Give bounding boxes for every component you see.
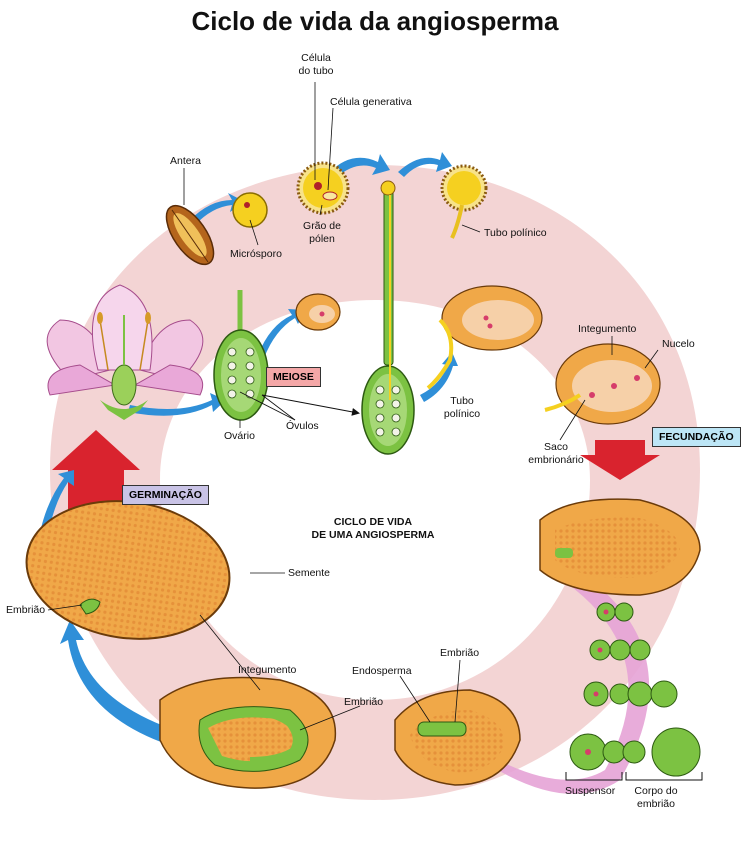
label-embriao-bottom: Embrião <box>344 696 384 708</box>
embryo-body-bracket <box>625 772 703 781</box>
germination-arrow <box>52 430 140 520</box>
ovule-with-tube-illustration <box>426 285 543 390</box>
label-integumento-bottom: Integumento <box>238 664 297 676</box>
label-tubo-polinico-mid-1: Tubo <box>450 395 474 407</box>
pistil-with-pollen-tube <box>361 180 415 455</box>
label-celula-tubo-2: do tubo <box>298 65 334 77</box>
ovule-small-illustration <box>295 293 341 331</box>
label-tubo-polinico-mid-2: polínico <box>443 408 481 420</box>
page-title: Ciclo de vida da angiosperma <box>191 6 559 36</box>
label-suspensor: Suspensor <box>565 785 616 797</box>
label-ovario: Ovário <box>224 430 255 442</box>
badge-germinacao: GERMINAÇÃO <box>122 485 209 505</box>
pollen-grain-illustration <box>296 161 350 215</box>
center-title-line2: DE UMA ANGIOSPERMA <box>311 529 435 541</box>
label-embriao-mid: Embrião <box>440 647 480 659</box>
suspensor-bracket <box>565 772 623 781</box>
label-ovulos: Óvulos <box>286 420 319 432</box>
ovule-fertilization-illustration <box>544 343 661 425</box>
label-grao-polen-2: pólen <box>309 233 335 245</box>
label-embriao-left: Embrião <box>6 604 46 616</box>
center-title-line1: CICLO DE VIDA <box>333 516 413 528</box>
pollen-tube-illustration <box>440 164 488 239</box>
leader-lines <box>47 82 659 731</box>
ovule-zygote-illustration <box>539 498 701 596</box>
flower-illustration <box>46 284 204 420</box>
embryo-stages <box>569 602 701 777</box>
label-celula-generativa: Célula generativa <box>330 96 412 108</box>
label-corpo-1: Corpo do <box>634 785 678 797</box>
anther-illustration <box>165 204 215 266</box>
label-corpo-2: embrião <box>637 798 675 810</box>
label-saco-1: Saco <box>544 441 568 453</box>
seed-endosperm-illustration <box>394 689 521 786</box>
center-title: CICLO DE VIDA DE UMA ANGIOSPERMA <box>288 516 458 542</box>
label-grao-polen-1: Grão de <box>303 220 341 232</box>
label-saco-2: embrionário <box>528 454 584 466</box>
blue-arrow-flower <box>128 393 226 416</box>
fecundation-arrow-line <box>261 394 360 416</box>
label-antera: Antera <box>170 155 201 167</box>
embryo-nuclei <box>585 609 609 755</box>
seed-development-illustration <box>159 676 337 789</box>
blue-arrow-antera <box>190 193 245 225</box>
microspore-illustration <box>232 192 268 228</box>
label-semente: Semente <box>288 567 331 579</box>
label-microsporo: Micrósporo <box>230 248 282 260</box>
label-celula-tubo-1: Célula <box>301 52 331 64</box>
fecundation-arrow <box>580 440 660 480</box>
label-integumento-top: Integumento <box>578 323 637 335</box>
label-nucelo: Nucelo <box>662 338 695 350</box>
label-tubo-polinico-top: Tubo polínico <box>484 227 547 239</box>
blue-arrow-polen <box>398 152 452 177</box>
badge-meiose: MEIOSE <box>266 367 321 387</box>
blue-arrow-microsporo <box>330 154 390 178</box>
label-endosperma: Endosperma <box>352 665 412 677</box>
badge-fecundacao: FECUNDAÇÃO <box>652 427 741 447</box>
